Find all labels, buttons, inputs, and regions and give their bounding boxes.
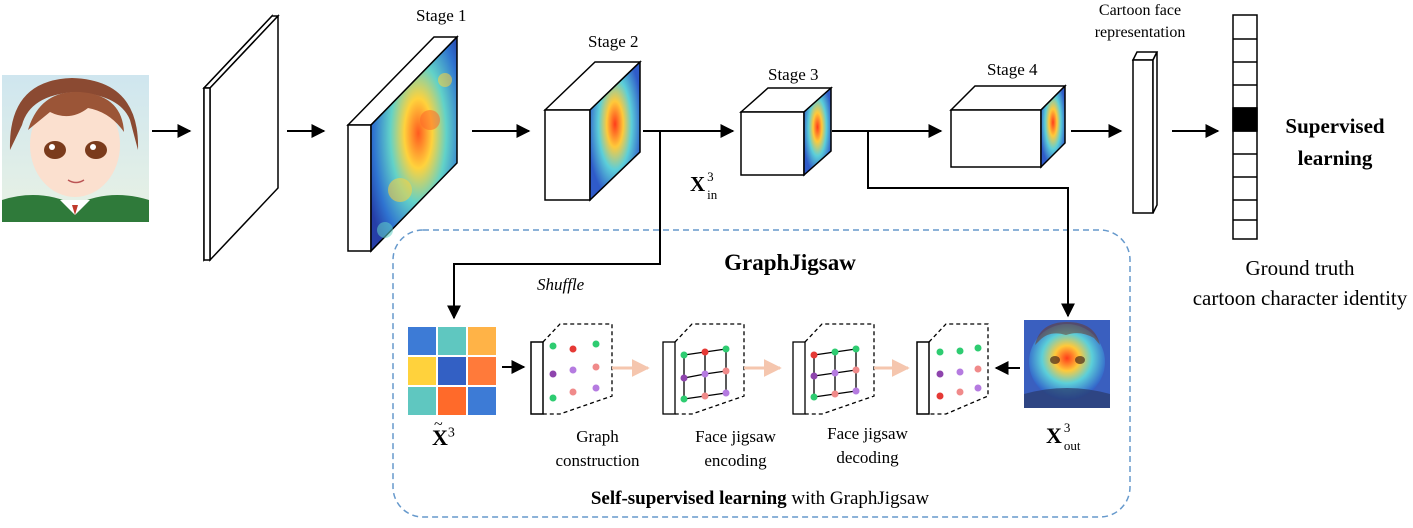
identity-one-hot-vector — [1232, 14, 1258, 240]
face-jigsaw-decoding-slab — [792, 323, 875, 415]
footer-rest: with GraphJigsaw — [786, 488, 930, 509]
shuffle-label: Shuffle — [537, 275, 585, 294]
x-tilde-sup: 3 — [447, 425, 455, 441]
x-tilde-label: X~3 — [432, 416, 455, 450]
face-jigsaw-encoding-slab — [662, 323, 745, 415]
graph-construction-line1: Graph — [576, 427, 619, 446]
cartoon-face-rep-line2: representation — [1094, 24, 1186, 41]
x-out-sup: 3 — [1063, 420, 1071, 435]
cartoon-face-representation-label: Cartoon face representation — [1075, 0, 1205, 44]
supervised-line2: learning — [1297, 146, 1373, 170]
stage4-label: Stage 4 — [987, 60, 1038, 79]
footer-caption: Self-supervised learning with GraphJigsa… — [450, 488, 1070, 510]
ground-truth-line1: Ground truth — [1245, 256, 1355, 280]
stage3-block — [739, 86, 833, 177]
output-heatmap-face-icon — [1024, 320, 1110, 408]
cartoon-face-rep-line1: Cartoon face — [1098, 2, 1182, 19]
x-in-sup: 3 — [707, 169, 714, 184]
arrow-stage3-to-output — [867, 131, 1075, 318]
supervised-line1: Supervised — [1285, 114, 1385, 138]
identity-active-cell — [1232, 107, 1258, 132]
face-jigsaw-encoding-line1: Face jigsaw — [695, 427, 776, 446]
face-jigsaw-encoding-line2: encoding — [704, 451, 767, 470]
footer-bold: Self-supervised learning — [590, 488, 787, 509]
x-tilde-main: X — [432, 425, 448, 450]
stage4-block — [949, 84, 1067, 169]
input-cartoon-face-icon — [2, 75, 149, 222]
graph-construction-slab — [530, 323, 613, 415]
x-out-sub: out — [1063, 438, 1081, 453]
arrow-stage2-to-shuffle — [447, 131, 661, 320]
supervised-learning-label: Supervised learning — [1270, 110, 1400, 174]
stage2-label: Stage 2 — [588, 32, 639, 51]
graphjigsaw-title: GraphJigsaw — [724, 250, 856, 275]
ground-truth-label: Ground truth cartoon character identity — [1190, 253, 1410, 313]
graph-construction-line2: construction — [555, 451, 640, 470]
graphjigsaw-box — [392, 229, 1131, 518]
conv-layer-block — [202, 14, 280, 262]
x-out-main: X — [1046, 423, 1062, 448]
shuffled-patches-icon — [406, 325, 498, 417]
face-jigsaw-encoding-label: Face jigsaw encoding — [668, 425, 803, 473]
x-in-main: X — [690, 172, 706, 196]
stage1-block — [346, 35, 459, 253]
stage3-label: Stage 3 — [768, 65, 819, 84]
face-jigsaw-decoding-label: Face jigsaw decoding — [800, 422, 935, 470]
face-representation-vector — [1131, 51, 1159, 214]
ground-truth-line2: cartoon character identity — [1192, 286, 1408, 310]
graph-construction-label: Graph construction — [530, 425, 665, 473]
stage2-block — [543, 60, 642, 202]
output-graph-slab — [916, 323, 989, 415]
face-jigsaw-decoding-line2: decoding — [836, 448, 899, 467]
stage1-label: Stage 1 — [416, 6, 467, 25]
face-jigsaw-decoding-line1: Face jigsaw — [827, 424, 908, 443]
x-in-sub: in — [707, 187, 718, 202]
